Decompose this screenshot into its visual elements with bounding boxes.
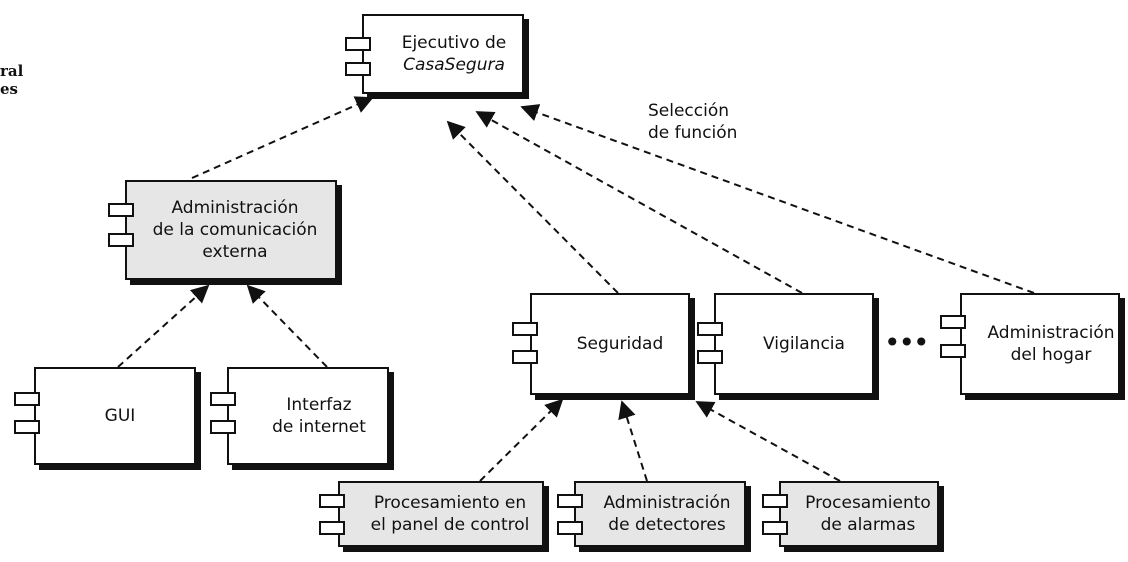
surveillance-component: Vigilancia <box>714 293 874 395</box>
dependency-arrow <box>695 401 841 482</box>
internet-label-line-2: de internet <box>272 417 366 437</box>
note-line-1: Selección <box>648 101 730 121</box>
dependency-arrow <box>117 284 210 368</box>
component-tab-icon <box>557 521 583 535</box>
executive-label-line-2: CasaSegura <box>403 55 505 75</box>
component-tab-icon <box>14 420 40 434</box>
component-tab-icon <box>697 322 723 336</box>
home-mgmt-label-line-1: Administración <box>987 323 1115 343</box>
component-tab-icon <box>940 315 966 329</box>
dependency-arrow <box>475 111 803 294</box>
component-tab-icon <box>345 62 371 76</box>
control-panel-processing-component: Procesamiento en el panel de control <box>338 481 544 547</box>
cropped-caption-line-1: ral <box>0 62 24 80</box>
function-selection-note: Selección de función <box>648 100 737 144</box>
external-communication-component: Administración de la comunicación extern… <box>125 180 337 280</box>
component-tab-icon <box>697 350 723 364</box>
component-tab-icon <box>210 392 236 406</box>
internet-label-line-1: Interfaz <box>286 395 352 415</box>
component-tab-icon <box>319 521 345 535</box>
detectors-label-line-1: Administración <box>603 493 731 513</box>
home-mgmt-label-line-2: del hogar <box>1010 345 1092 365</box>
component-tab-icon <box>762 521 788 535</box>
dependency-arrow <box>446 120 619 294</box>
ext-comm-label-line-2: de la comunicación <box>152 220 318 240</box>
component-tab-icon <box>345 37 371 51</box>
executive-label-line-1: Ejecutivo de <box>401 33 507 53</box>
dependency-arrow <box>246 284 328 368</box>
alarm-processing-component: Procesamiento de alarmas <box>779 481 939 547</box>
component-tab-icon <box>210 420 236 434</box>
alarms-label-line-1: Procesamiento <box>805 493 931 513</box>
component-tab-icon <box>762 494 788 508</box>
security-component: Seguridad <box>530 293 690 395</box>
panel-proc-label-line-2: el panel de control <box>370 515 530 535</box>
cropped-caption-line-2: es <box>0 80 18 98</box>
note-line-2: de función <box>648 123 738 143</box>
component-tab-icon <box>108 203 134 217</box>
surveillance-label: Vigilancia <box>763 334 845 354</box>
detectors-label-line-2: de detectores <box>608 515 726 535</box>
component-tab-icon <box>319 494 345 508</box>
panel-proc-label-line-1: Procesamiento en <box>373 493 527 513</box>
ext-comm-label-line-3: externa <box>202 242 268 262</box>
component-tab-icon <box>108 233 134 247</box>
component-tab-icon <box>512 322 538 336</box>
component-tab-icon <box>512 350 538 364</box>
gui-label: GUI <box>104 406 136 426</box>
gui-component: GUI <box>34 367 196 465</box>
alarms-label-line-2: de alarmas <box>820 515 916 535</box>
component-tab-icon <box>940 344 966 358</box>
dependency-arrow <box>618 400 648 482</box>
detector-management-component: Administración de detectores <box>574 481 746 547</box>
cropped-caption: ral es <box>0 62 23 98</box>
dependency-arrow <box>191 96 374 179</box>
security-label: Seguridad <box>576 334 664 354</box>
dependency-arrow <box>479 398 564 482</box>
internet-interface-component: Interfaz de internet <box>227 367 389 465</box>
component-tab-icon <box>557 494 583 508</box>
executive-component: Ejecutivo de CasaSegura <box>362 14 524 94</box>
more-components-ellipsis: ••• <box>884 326 930 359</box>
ext-comm-label-line-1: Administración <box>171 198 299 218</box>
dependency-arrow <box>520 104 1035 294</box>
home-management-component: Administración del hogar <box>960 293 1120 395</box>
component-tab-icon <box>14 392 40 406</box>
